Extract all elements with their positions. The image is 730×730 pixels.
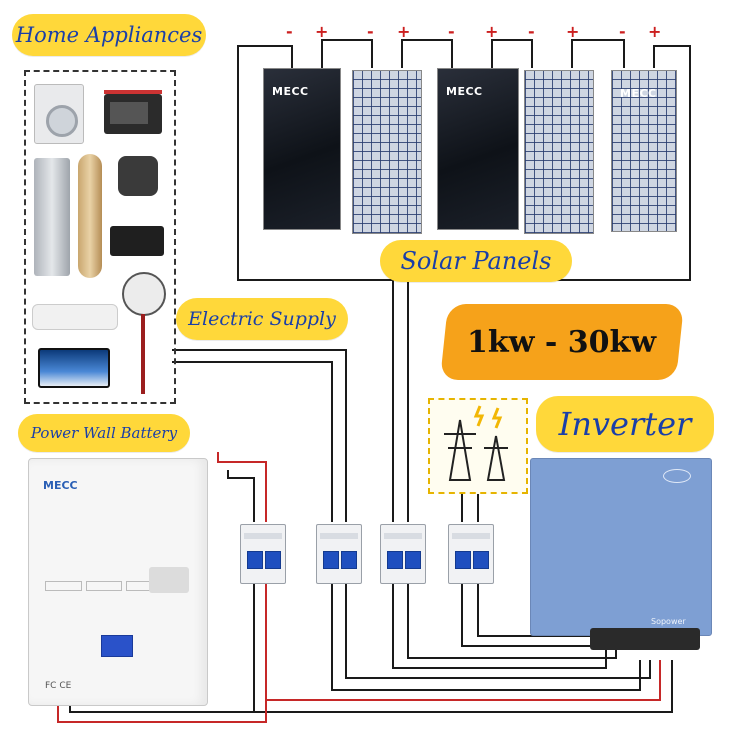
negative-terminal-2: - [367,22,374,41]
electric-supply-label: Electric Supply [176,298,348,340]
certification-marks: FC CE [45,681,72,691]
refrigerator-icon [34,158,70,276]
pv-inverter-wires [392,582,617,669]
negative-terminal-1: - [286,22,293,41]
panel-string-wires [237,39,691,522]
positive-terminal-1: + [315,22,329,41]
air-purifier-icon [78,154,102,278]
positive-terminal-5: + [648,22,662,41]
power-tower-icon [444,405,508,481]
microwave-icon [110,226,164,256]
solar-panel-5: MECC [611,70,677,232]
negative-terminal-3: - [448,22,455,41]
breaker-solar [380,524,426,584]
fan-icon [122,272,166,394]
positive-terminal-2: + [397,22,411,41]
inverter-unit: Sopower [530,458,712,636]
solar-panels-label: Solar Panels [380,240,572,282]
positive-terminal-3: + [485,22,499,41]
positive-terminal-4: + [566,22,580,41]
battery-wires [57,452,673,723]
breaker-electric-supply [316,524,362,584]
solar-panel-4 [524,70,594,234]
home-appliances-label: Home Appliances [12,14,206,56]
panel-brand-logo: MECC [272,85,309,98]
air-conditioner-icon [32,304,118,330]
washing-machine-icon [34,84,84,144]
power-wall-battery-label: Power Wall Battery [18,414,190,452]
solar-panel-2 [352,70,422,234]
utility-grid-box [428,398,528,494]
panel-brand-logo: MECC [446,85,483,98]
breaker-grid [448,524,494,584]
electric-supply-wires [172,349,651,691]
rice-cooker-icon [118,156,158,196]
inverter-logo-icon [663,469,691,483]
power-range-banner: 1kw - 30kw [440,304,684,380]
power-wall-battery: MECC FC CE [28,458,208,706]
oven-icon [104,90,162,134]
battery-status-strip [45,581,164,591]
breaker-battery [240,524,286,584]
power-range-text: 1kw - 30kw [467,324,657,360]
television-icon [38,348,110,388]
home-appliances-box [24,70,176,404]
battery-lcd-display [101,635,133,657]
grid-wires [461,490,598,647]
battery-brand-logo: MECC [43,479,78,492]
solar-panel-3: MECC [437,68,519,230]
negative-terminal-4: - [528,22,535,41]
solar-panel-1: MECC [263,68,341,230]
house-solar-icon [149,567,189,593]
negative-terminal-5: - [619,22,626,41]
inverter-connector-block [590,628,700,650]
inverter-brand: Sopower [651,617,686,626]
inverter-label: Inverter [536,396,714,452]
panel-brand-logo: MECC [620,87,657,100]
